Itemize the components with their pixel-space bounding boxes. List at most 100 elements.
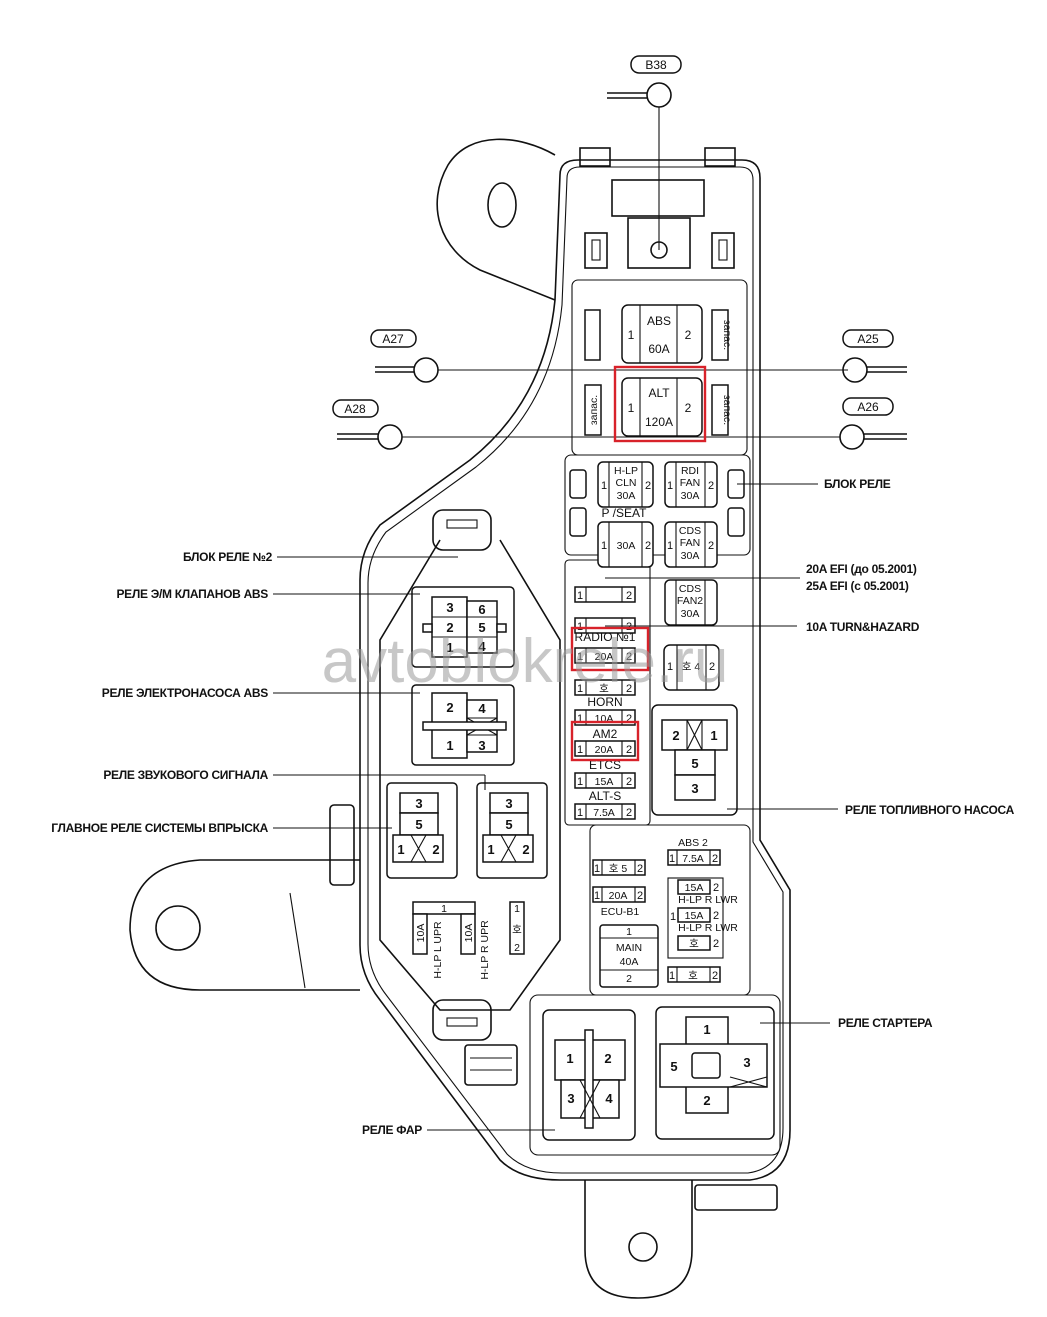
spare-slot: запас. [711, 384, 733, 436]
svg-text:1: 1 [667, 540, 673, 552]
spare-relay-slot: 1 호 4 2 [663, 644, 720, 691]
svg-text:RDI: RDI [681, 465, 699, 477]
svg-text:호: 호 [689, 938, 699, 950]
pin-1: 1 [577, 713, 583, 725]
fuse-label: HORN [587, 695, 622, 709]
mini-fuse-spare-c: 1 호 2 [667, 966, 721, 983]
latch-tab [704, 147, 736, 167]
fuse-rating: 호 [599, 683, 609, 695]
svg-text:2: 2 [708, 480, 714, 492]
pin-2: 2 [626, 713, 632, 725]
pin-1: 1 [577, 744, 583, 756]
mounting-ear-top [436, 138, 556, 301]
connector-a27: A27 [370, 329, 848, 383]
svg-text:3: 3 [743, 1055, 750, 1070]
svg-text:호: 호 [512, 924, 522, 936]
svg-text:6: 6 [478, 602, 485, 617]
svg-text:3: 3 [691, 781, 698, 796]
svg-text:3: 3 [567, 1091, 574, 1106]
svg-text:1: 1 [667, 661, 673, 673]
svg-text:3: 3 [505, 796, 512, 811]
svg-text:1: 1 [628, 328, 635, 342]
connector-a26: A26 [839, 397, 907, 450]
connector-label: A28 [344, 402, 366, 416]
connector-label: A25 [857, 332, 879, 346]
relay-abs-pump: 2 4 1 3 [411, 684, 515, 766]
callout-abs-pump-relay: РЕЛЕ ЭЛЕКТРОНАСОСА ABS [102, 686, 269, 700]
svg-text:5: 5 [505, 817, 512, 832]
housing [129, 138, 791, 1299]
relay-horn: 3 5 1 2 [476, 782, 548, 879]
svg-text:호 5: 호 5 [609, 863, 628, 875]
mini-fuse-abs2: ABS 2 1 7.5A 2 [667, 837, 721, 866]
svg-text:호 4: 호 4 [682, 661, 701, 673]
ring-terminal-icon [842, 357, 868, 383]
svg-text:1: 1 [710, 728, 717, 743]
svg-text:CDS: CDS [679, 525, 701, 537]
svg-text:2: 2 [637, 890, 643, 902]
svg-text:CDS: CDS [679, 583, 701, 595]
svg-text:1: 1 [703, 1022, 710, 1037]
latch-tab [579, 147, 611, 167]
svg-text:1: 1 [601, 540, 607, 552]
svg-text:1: 1 [397, 842, 404, 857]
svg-text:30A: 30A [617, 490, 636, 502]
connector-label: B38 [645, 58, 667, 72]
ring-terminal-icon [413, 357, 439, 383]
cartridge-fuse-cds-fan2: CDS FAN2 30A [664, 579, 718, 626]
pin-1: 1 [577, 807, 583, 819]
svg-text:10A: 10A [415, 924, 427, 943]
connector-a28: A28 [332, 399, 840, 450]
pin-1: 1 [577, 776, 583, 788]
svg-text:1: 1 [594, 863, 600, 875]
svg-text:2: 2 [712, 970, 718, 982]
svg-text:2: 2 [645, 540, 651, 552]
svg-text:2: 2 [637, 863, 643, 875]
pin-1: 1 [577, 651, 583, 663]
callouts-left: БЛОК РЕЛЕ №2 РЕЛЕ Э/М КЛАПАНОВ ABS РЕЛЕ … [51, 550, 555, 1137]
svg-text:FAN: FAN [680, 537, 700, 549]
connector-label: A27 [382, 332, 404, 346]
fuse-rating: 60A [648, 342, 669, 356]
relay-starter: 1 5 3 2 [655, 1006, 775, 1140]
svg-text:4: 4 [605, 1091, 613, 1106]
fuse-rating: 15A [595, 776, 614, 788]
svg-text:7.5A: 7.5A [682, 853, 704, 865]
svg-text:30A: 30A [681, 490, 700, 502]
svg-text:H-LP: H-LP [614, 465, 638, 477]
ring-terminal-icon [839, 424, 865, 450]
pin-2: 2 [626, 590, 632, 602]
mounting-bracket-bottom [584, 1180, 693, 1299]
fuse-name: ALT [648, 386, 670, 400]
svg-text:3: 3 [478, 738, 485, 753]
fuse-rating: 7.5A [593, 807, 615, 819]
svg-text:1: 1 [601, 480, 607, 492]
svg-text:ABS 2: ABS 2 [678, 837, 708, 849]
main-fuse: 1 MAIN 40A 2 [599, 924, 659, 988]
svg-text:15A: 15A [685, 910, 704, 922]
highlight-radio [570, 626, 650, 672]
svg-text:2: 2 [604, 1051, 611, 1066]
callout-relay-block: БЛОК РЕЛЕ [824, 477, 891, 491]
svg-text:30A: 30A [681, 550, 700, 562]
svg-text:2: 2 [626, 973, 632, 985]
svg-text:MAIN: MAIN [616, 942, 642, 954]
svg-text:1: 1 [487, 842, 494, 857]
fuse-name: ABS [647, 314, 671, 328]
connector-label: A26 [857, 400, 879, 414]
svg-text:1: 1 [566, 1051, 573, 1066]
relay-block-2-housing [379, 539, 561, 1011]
pin-2: 2 [626, 744, 632, 756]
cartridge-fuse-p-seat: 1 30A 2 [597, 521, 654, 568]
svg-text:3: 3 [446, 600, 453, 615]
hlp-lwr-fuse-group: 1 15A 2 H-LP R LWR 15A 2 H-LP R LWR 호 2 [667, 877, 738, 959]
relay-headlight: 1 2 3 4 [542, 1009, 636, 1141]
svg-text:2: 2 [708, 540, 714, 552]
mini-fuse-spare-5: 1 호 5 2 [592, 859, 646, 876]
svg-text:1: 1 [628, 401, 635, 415]
